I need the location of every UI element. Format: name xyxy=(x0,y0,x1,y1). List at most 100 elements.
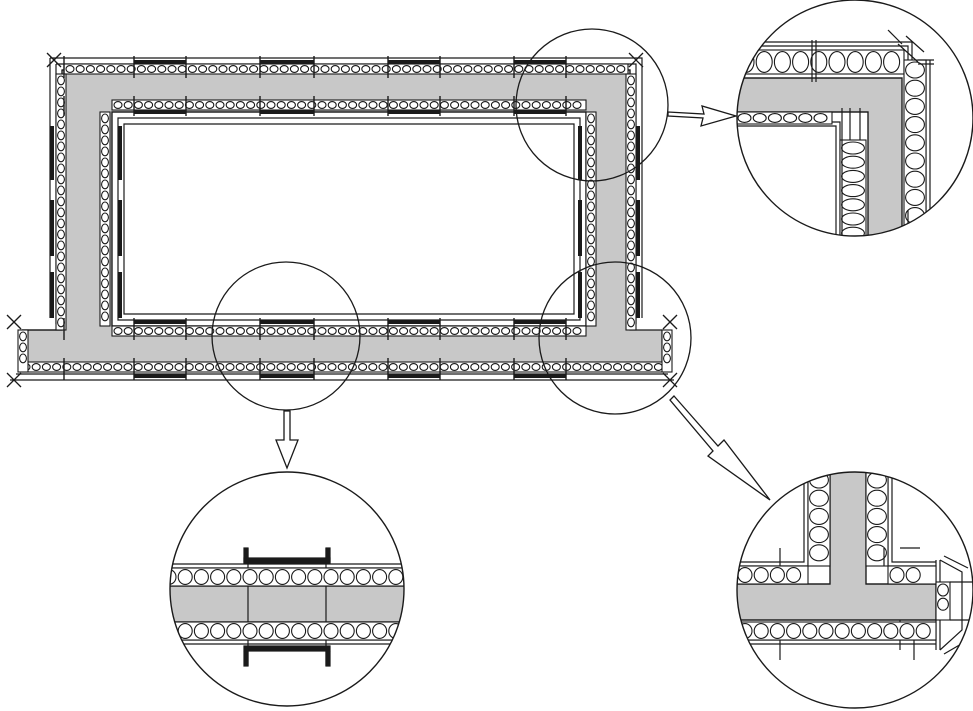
panel-hole xyxy=(587,234,595,245)
panel-hole xyxy=(587,289,595,300)
panel-hole xyxy=(246,327,256,335)
panel-hole xyxy=(493,65,503,73)
panel-hole xyxy=(72,363,82,371)
panel-hole xyxy=(57,306,65,317)
panel-hole xyxy=(291,623,307,639)
panel-hole xyxy=(351,65,361,73)
panel-hole xyxy=(409,327,419,335)
panel-hole xyxy=(358,327,368,335)
panel-hole xyxy=(101,124,109,135)
panel-hole xyxy=(101,311,109,322)
waler-bar xyxy=(636,126,640,180)
panel-hole xyxy=(170,623,177,639)
panel-hole xyxy=(905,152,925,170)
panel-hole xyxy=(215,327,225,335)
panel-hole xyxy=(210,623,226,639)
panel-hole xyxy=(205,101,215,109)
panel-hole xyxy=(460,101,470,109)
panel-hole xyxy=(531,327,541,335)
panel-hole xyxy=(57,174,65,185)
panel-hole xyxy=(358,101,368,109)
panel-hole xyxy=(737,567,753,583)
panel-hole xyxy=(405,570,419,585)
panel-hole xyxy=(101,278,109,289)
wall-detail-walers xyxy=(243,547,331,667)
panel-hole xyxy=(399,327,409,335)
bracket-mark xyxy=(6,372,22,388)
waler-bar xyxy=(260,374,314,378)
panel-hole xyxy=(883,51,901,73)
panel-hole xyxy=(242,569,258,585)
waler-bar xyxy=(260,110,314,114)
panel-hole xyxy=(101,223,109,234)
panel-hole xyxy=(154,327,164,335)
panel-hole xyxy=(126,65,136,73)
panel-hole xyxy=(41,363,51,371)
panel-hole xyxy=(167,65,177,73)
panel-hole xyxy=(164,327,174,335)
panel-hole xyxy=(297,101,307,109)
panel-hole xyxy=(388,363,398,371)
panel-hole xyxy=(905,188,925,206)
panel-hole xyxy=(850,623,866,639)
panel-hole xyxy=(643,363,653,371)
panel-hole xyxy=(323,623,339,639)
panel-hole xyxy=(490,327,500,335)
panel-hole xyxy=(57,119,65,130)
panel-hole xyxy=(429,101,439,109)
panel-hole xyxy=(627,284,635,295)
panel-hole xyxy=(544,65,554,73)
panel-hole xyxy=(555,65,565,73)
bracket-mark xyxy=(662,372,678,388)
panel-hole xyxy=(52,363,62,371)
panel-hole xyxy=(355,569,371,585)
panel-hole xyxy=(297,327,307,335)
panel-hole xyxy=(133,363,143,371)
panel-hole xyxy=(905,134,925,152)
panel-hole xyxy=(195,101,205,109)
panel-hole xyxy=(92,363,102,371)
panel-hole xyxy=(307,569,323,585)
waler-bar xyxy=(134,60,186,64)
panel-hole xyxy=(57,86,65,97)
panel-hole xyxy=(57,163,65,174)
panel-hole xyxy=(143,363,153,371)
panel-hole xyxy=(480,363,490,371)
panel-hole xyxy=(521,327,531,335)
panel-hole xyxy=(381,65,391,73)
waler-bar xyxy=(388,110,440,114)
panel-hole xyxy=(663,353,671,364)
panel-hole xyxy=(405,624,419,639)
panel-hole xyxy=(899,623,915,639)
panel-hole xyxy=(587,223,595,234)
panel-hole xyxy=(388,569,404,585)
panel-hole xyxy=(136,65,146,73)
panel-hole xyxy=(195,327,205,335)
panel-hole xyxy=(419,363,429,371)
panel-hole xyxy=(905,567,921,583)
panel-hole xyxy=(889,567,905,583)
panel-hole xyxy=(340,65,350,73)
waler-bar xyxy=(578,272,582,318)
panel-hole xyxy=(368,363,378,371)
panel-hole xyxy=(867,507,887,525)
callout-circle-tee xyxy=(538,261,692,415)
panel-hole xyxy=(439,363,449,371)
panel-hole xyxy=(177,65,187,73)
panel-hole xyxy=(511,327,521,335)
panel-hole xyxy=(867,472,887,489)
panel-hole xyxy=(867,544,887,562)
panel-hole xyxy=(409,363,419,371)
panel-hole xyxy=(480,327,490,335)
panel-hole xyxy=(587,300,595,311)
panel-hole xyxy=(627,295,635,306)
waler-bar xyxy=(50,126,54,180)
panel-hole xyxy=(113,327,123,335)
wall-detail-concrete xyxy=(170,585,404,623)
panel-hole xyxy=(534,65,544,73)
bracket-mark xyxy=(6,314,22,330)
panel-hole xyxy=(769,623,785,639)
waler-bar xyxy=(134,320,186,324)
panel-hole xyxy=(103,363,113,371)
waler-bar xyxy=(578,200,582,256)
